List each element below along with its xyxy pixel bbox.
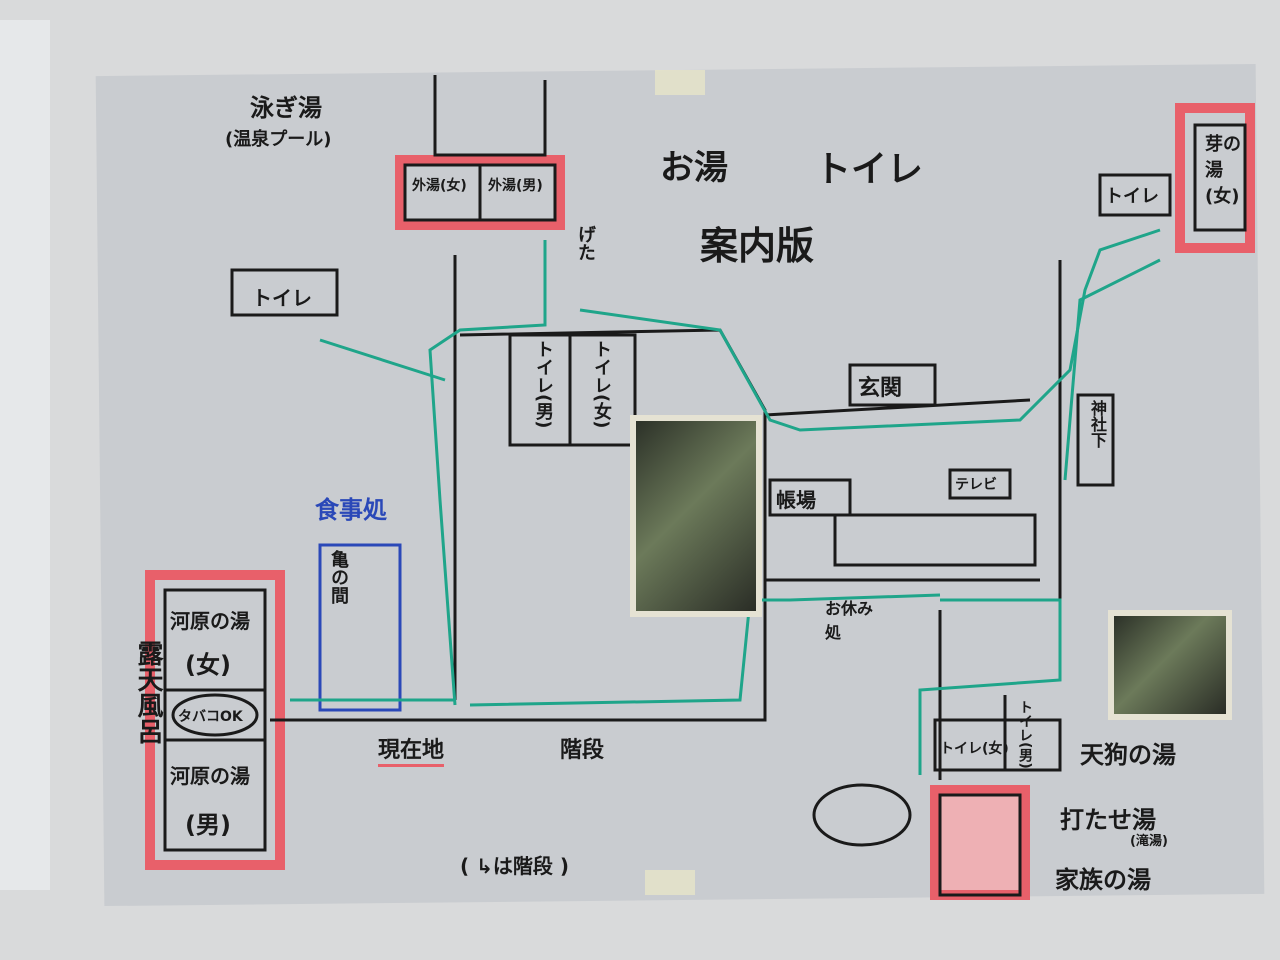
adjacent-poster: [0, 20, 50, 890]
label-genkan: 玄関: [858, 376, 903, 401]
label-toilet-m: トイレ(男): [533, 340, 554, 429]
label-jinja: 神社下: [1088, 400, 1107, 448]
title-toilet: トイレ: [815, 149, 924, 190]
label-tengu: 天狗の湯: [1080, 741, 1176, 769]
label-toilet-left: トイレ: [252, 286, 312, 310]
legend-stairs: ( ↳は階段 ): [460, 854, 569, 878]
me-no-yu-area: [1175, 103, 1255, 253]
label-tv: テレビ: [955, 477, 997, 493]
label-utase-sub: (滝湯): [1130, 834, 1168, 849]
label-me-no-yu: 芽の湯(女): [1205, 134, 1241, 207]
label-choba: 帳場: [776, 488, 816, 512]
label-utase: 打たせ湯: [1060, 806, 1156, 834]
label-kawara-f-sub: (女): [185, 651, 231, 679]
title-sub: 案内版: [700, 224, 815, 268]
label-kawara-m-sub: (男): [185, 811, 231, 839]
label-kawara-m: 河原の湯: [170, 764, 250, 788]
label-kaidan: 階段: [560, 738, 605, 763]
title-oyu: お湯: [660, 148, 728, 188]
label-toilet-f: トイレ(女): [591, 340, 612, 429]
label-toilet-m2: トイレ(男): [1017, 700, 1033, 769]
label-genzaichi: 現在地: [378, 732, 445, 767]
photo-interior: [630, 415, 762, 617]
label-rotenburo: 露天風呂: [133, 640, 163, 744]
sotoyu-area: [395, 155, 565, 230]
label-oyogi-yu: 泳ぎ湯: [250, 94, 322, 122]
label-toilet-f2: トイレ(女): [940, 741, 1009, 757]
label-oyasumi: お休み処: [825, 599, 874, 642]
label-shokuji: 食事処: [315, 496, 387, 524]
label-kawara-f: 河原の湯: [170, 609, 250, 633]
label-oyogi-sub: (温泉プール): [225, 129, 332, 150]
label-sotoyu-m: 外湯(男): [488, 178, 543, 194]
tape: [655, 70, 705, 95]
label-kazoku: 家族の湯: [1055, 866, 1151, 894]
label-toilet-right: トイレ: [1105, 186, 1159, 207]
label-tabako: タバコOK: [178, 709, 243, 725]
photo-tengu-bath: [1108, 610, 1232, 720]
tape: [645, 870, 695, 895]
label-geta: げた: [575, 225, 596, 261]
tengu-area: [930, 785, 1030, 900]
label-sotoyu-f: 外湯(女): [412, 178, 467, 194]
label-kame: 亀の間: [328, 550, 349, 604]
shokuji-room: [318, 543, 402, 712]
